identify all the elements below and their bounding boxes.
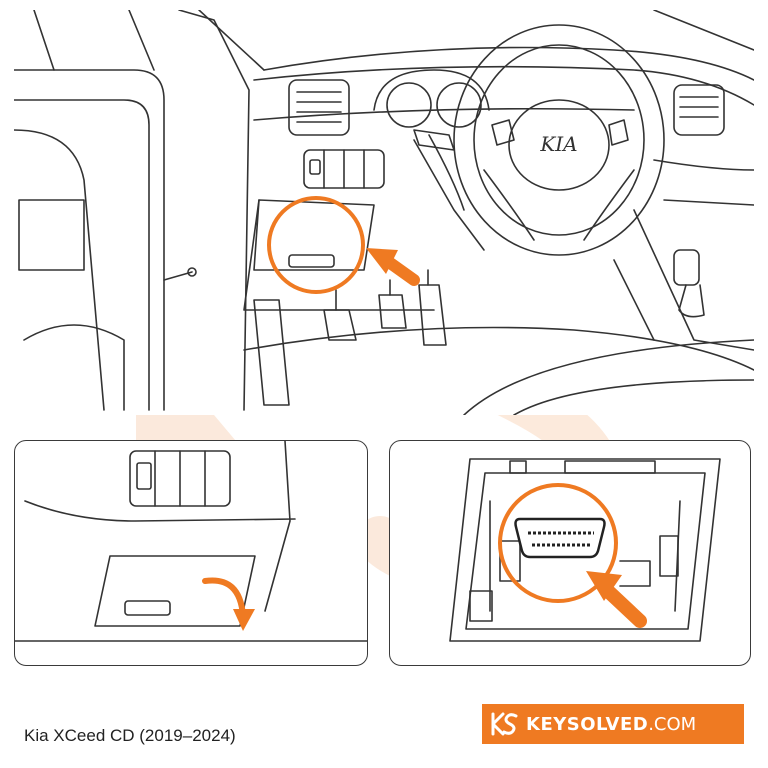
curved-arrow-icon xyxy=(202,577,255,631)
brand-name: KEYSOLVED xyxy=(526,713,649,735)
highlight-circle-icon xyxy=(498,483,618,603)
arrow-icon xyxy=(586,571,647,628)
obd-port-icon xyxy=(514,517,606,559)
brand-domain: .COM xyxy=(648,713,697,735)
lower-dash-illustration xyxy=(15,441,367,642)
keysolved-logo-icon xyxy=(482,704,526,744)
obd-port-illustration xyxy=(449,458,721,642)
car-interior-illustration: KIA xyxy=(14,10,754,415)
detail-panel-glovebox xyxy=(14,440,368,666)
vehicle-caption: Kia XCeed CD (2019–2024) xyxy=(24,726,236,745)
steering-logo: KIA xyxy=(539,132,577,156)
detail-panel-obd-port xyxy=(389,440,751,666)
arrow-icon xyxy=(366,248,420,286)
main-scene-panel: KIA xyxy=(14,10,754,415)
keysolved-brand-badge[interactable]: KEYSOLVED.COM xyxy=(482,704,744,744)
highlight-circle-icon xyxy=(267,196,365,294)
